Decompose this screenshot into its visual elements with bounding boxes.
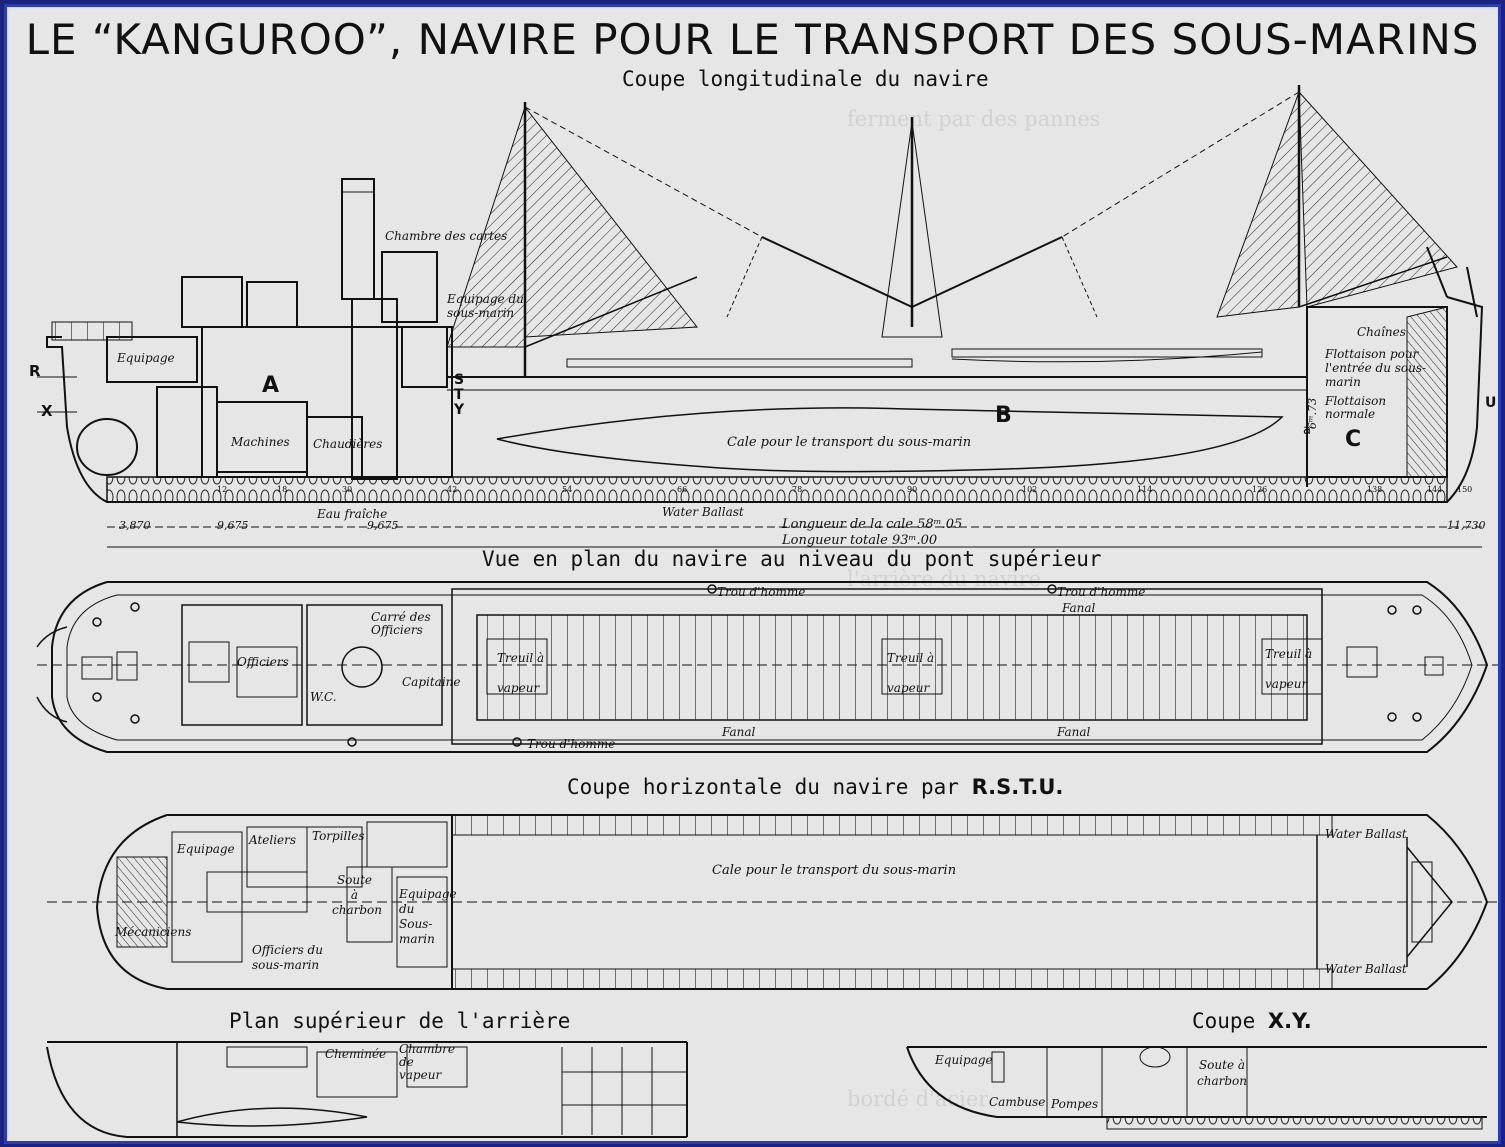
caption-xy: Coupe X.Y. xyxy=(1192,1009,1312,1033)
horizontal-section xyxy=(47,814,1498,990)
label-chaudieres: Chaudières xyxy=(313,437,383,451)
section-letter-s: S xyxy=(454,372,465,388)
section-letter-t: T xyxy=(454,387,464,403)
label-water-ballast-top: Water Ballast xyxy=(1325,827,1407,841)
label-mecaniciens: Mécaniciens xyxy=(115,925,192,939)
frame-number: 114 xyxy=(1137,485,1153,494)
label-longueur-cale: Longueur de la cale 58ᵐ.05 xyxy=(782,517,963,532)
caption-xy-text: Coupe xyxy=(1192,1009,1256,1033)
frame-number: 150 xyxy=(1457,485,1473,494)
label-capitaine: Capitaine xyxy=(402,675,461,689)
label-trou-homme: Trou d'homme xyxy=(717,585,806,599)
caption-stern: Plan supérieur de l'arrière xyxy=(229,1009,571,1033)
label-treuil: Treuil à vapeur xyxy=(497,651,545,695)
section-letter-a: A xyxy=(262,373,280,398)
label-chaines: Chaînes xyxy=(1357,325,1406,339)
label-fanal: Fanal xyxy=(722,725,756,739)
frame-number: 90 xyxy=(907,485,918,494)
frame-number: 138 xyxy=(1367,485,1383,494)
label-machines: Machines xyxy=(231,435,290,449)
frame-number: 78 xyxy=(792,485,803,494)
frame-number: 42 xyxy=(447,485,458,494)
label-treuil: Treuil à vapeur xyxy=(887,651,935,695)
page-title: LE “KANGUROO”, NAVIRE POUR LE TRANSPORT … xyxy=(25,15,1480,64)
label-equipage-sous-marin: Equipage du sous-marin xyxy=(447,292,524,320)
label-flottaison-entree: Flottaison pour l'entrée du sous-marin xyxy=(1325,347,1427,389)
label-height: 6ᵐ.73 xyxy=(1306,397,1320,430)
label-fanal: Fanal xyxy=(1062,601,1096,615)
frame-number: 12 xyxy=(217,485,228,494)
label-longueur-totale: Longueur totale 93ᵐ.00 xyxy=(782,533,938,548)
label-officiers-sous-marin: Officiers du sous-marin xyxy=(252,943,323,972)
label-ateliers: Ateliers xyxy=(249,833,297,847)
label-equipage-horiz: Equipage xyxy=(177,842,235,856)
label-carre-officiers: Carré des Officiers xyxy=(371,610,431,637)
label-chambre-cartes: Chambre des cartes xyxy=(385,229,508,243)
frame-number: 18 xyxy=(277,485,288,494)
dimension-4: 11,730 xyxy=(1447,519,1486,532)
deck-plan-view xyxy=(36,581,1498,753)
xy-section xyxy=(906,1046,1487,1130)
section-letter-u: U xyxy=(1485,395,1497,411)
label-water-ballast: Water Ballast xyxy=(662,505,744,519)
label-officiers: Officiers xyxy=(237,655,289,669)
frame-number: 102 xyxy=(1022,485,1038,494)
frame-number: 66 xyxy=(677,485,688,494)
label-trou-homme: Trou d'homme xyxy=(1057,585,1146,599)
label-cambuse: Cambuse xyxy=(989,1095,1046,1109)
label-flottaison-normale: Flottaison normale xyxy=(1325,394,1387,421)
label-cale-horiz: Cale pour le transport du sous-marin xyxy=(712,863,957,878)
label-fanal: Fanal xyxy=(1057,725,1091,739)
frame-number: 30 xyxy=(342,485,353,494)
label-equipage-xy: Equipage xyxy=(935,1053,993,1067)
label-trou-homme: Trou d'homme xyxy=(527,737,616,751)
section-letter-small-a: a xyxy=(1303,423,1311,438)
label-treuil: Treuil à vapeur xyxy=(1265,647,1313,691)
label-soute-xy: Soute à charbon xyxy=(1197,1058,1247,1088)
label-soute-charbon: Soute à charbon xyxy=(332,873,382,917)
label-eau-fraiche: Eau fraîche xyxy=(317,507,388,521)
caption-horizontal-text: Coupe horizontale du navire par xyxy=(567,775,959,799)
drawing-sheet: ferment par des pannes l'arrière du navi… xyxy=(7,7,1498,1141)
ship-drawing xyxy=(36,85,1498,1138)
caption-xy-ref: X.Y. xyxy=(1267,1009,1312,1033)
caption-horizontal-ref: R.S.T.U. xyxy=(971,775,1064,799)
label-wc: W.C. xyxy=(310,690,337,704)
label-water-ballast-bottom: Water Ballast xyxy=(1325,962,1407,976)
label-cale: Cale pour le transport du sous-marin xyxy=(727,435,972,450)
longitudinal-section xyxy=(37,85,1484,548)
dimension-3: 9,675 xyxy=(367,519,399,532)
section-letter-b: B xyxy=(995,403,1012,428)
section-letter-y: Y xyxy=(454,402,465,418)
label-equipage-long: Equipage xyxy=(117,351,175,365)
page-frame: ferment par des pannes l'arrière du navi… xyxy=(4,4,1501,1144)
label-torpilles: Torpilles xyxy=(312,829,365,843)
caption-deck-plan: Vue en plan du navire au niveau du pont … xyxy=(482,547,1102,571)
label-chambre-vapeur: Chambre de vapeur xyxy=(399,1042,455,1082)
label-cheminee: Cheminée xyxy=(325,1047,387,1061)
frame-number: 144 xyxy=(1427,485,1443,494)
label-pompes: Pompes xyxy=(1051,1097,1099,1111)
dimension-1: 3,870 xyxy=(119,519,151,532)
caption-horizontal: Coupe horizontale du navire par R.S.T.U. xyxy=(567,775,1063,799)
section-letter-x: X xyxy=(41,402,53,420)
section-letter-c: C xyxy=(1345,427,1362,452)
label-equipage-sous-marin-horiz: Equipage du Sous-marin xyxy=(399,887,457,946)
dimension-2: 9,675 xyxy=(217,519,249,532)
frame-number: 54 xyxy=(562,485,573,494)
section-letter-r: R xyxy=(29,362,41,380)
stern-plan xyxy=(46,1041,688,1138)
frame-number: 126 xyxy=(1252,485,1268,494)
caption-longitudinal: Coupe longitudinale du navire xyxy=(622,67,989,91)
